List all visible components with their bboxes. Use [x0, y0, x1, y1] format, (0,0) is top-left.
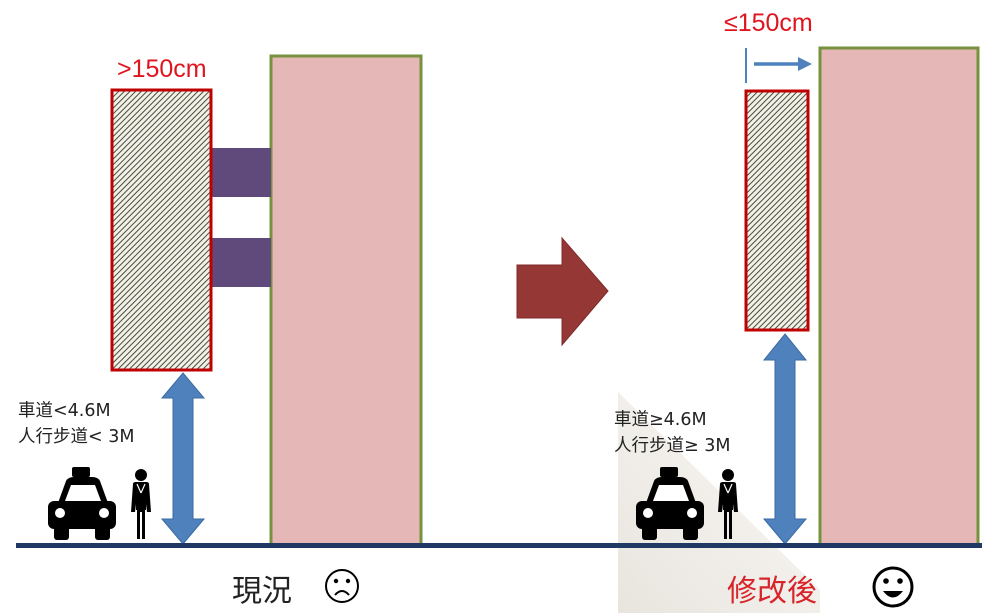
condition-text-after: 車道≥4.6M 人行步道≥ 3M	[614, 407, 730, 459]
after-scene	[618, 46, 980, 613]
pedestrian-icon-left	[130, 468, 152, 540]
road-condition-before: 車道<4.6M	[18, 401, 111, 421]
building-right	[818, 46, 980, 548]
sidewalk-condition-before: 人行步道< 3M	[18, 427, 135, 447]
clearance-arrow-right	[762, 333, 808, 545]
sign-width-label-before: >150cm	[117, 55, 207, 83]
sad-face-icon	[325, 569, 359, 603]
taxi-icon-left	[48, 467, 116, 540]
building-left	[269, 54, 423, 548]
caption-after: 修改後	[727, 574, 817, 609]
signboard-left	[110, 88, 213, 372]
sign-bracket-lower	[212, 238, 271, 287]
road-condition-after: 車道≥4.6M	[614, 410, 707, 430]
ground-line	[16, 543, 982, 548]
sidewalk-condition-after: 人行步道≥ 3M	[614, 436, 731, 456]
sign-width-label-after: ≤150cm	[724, 9, 813, 37]
transition-arrow	[516, 236, 609, 347]
happy-face-icon	[872, 566, 914, 608]
condition-text-before: 車道<4.6M 人行步道< 3M	[18, 398, 134, 450]
sign-bracket-upper	[212, 148, 271, 197]
caption-before: 現況	[232, 574, 292, 609]
before-scene	[48, 54, 423, 603]
offset-dimension-arrow	[745, 48, 812, 83]
signboard-right	[744, 89, 810, 332]
clearance-arrow-left	[160, 372, 206, 545]
